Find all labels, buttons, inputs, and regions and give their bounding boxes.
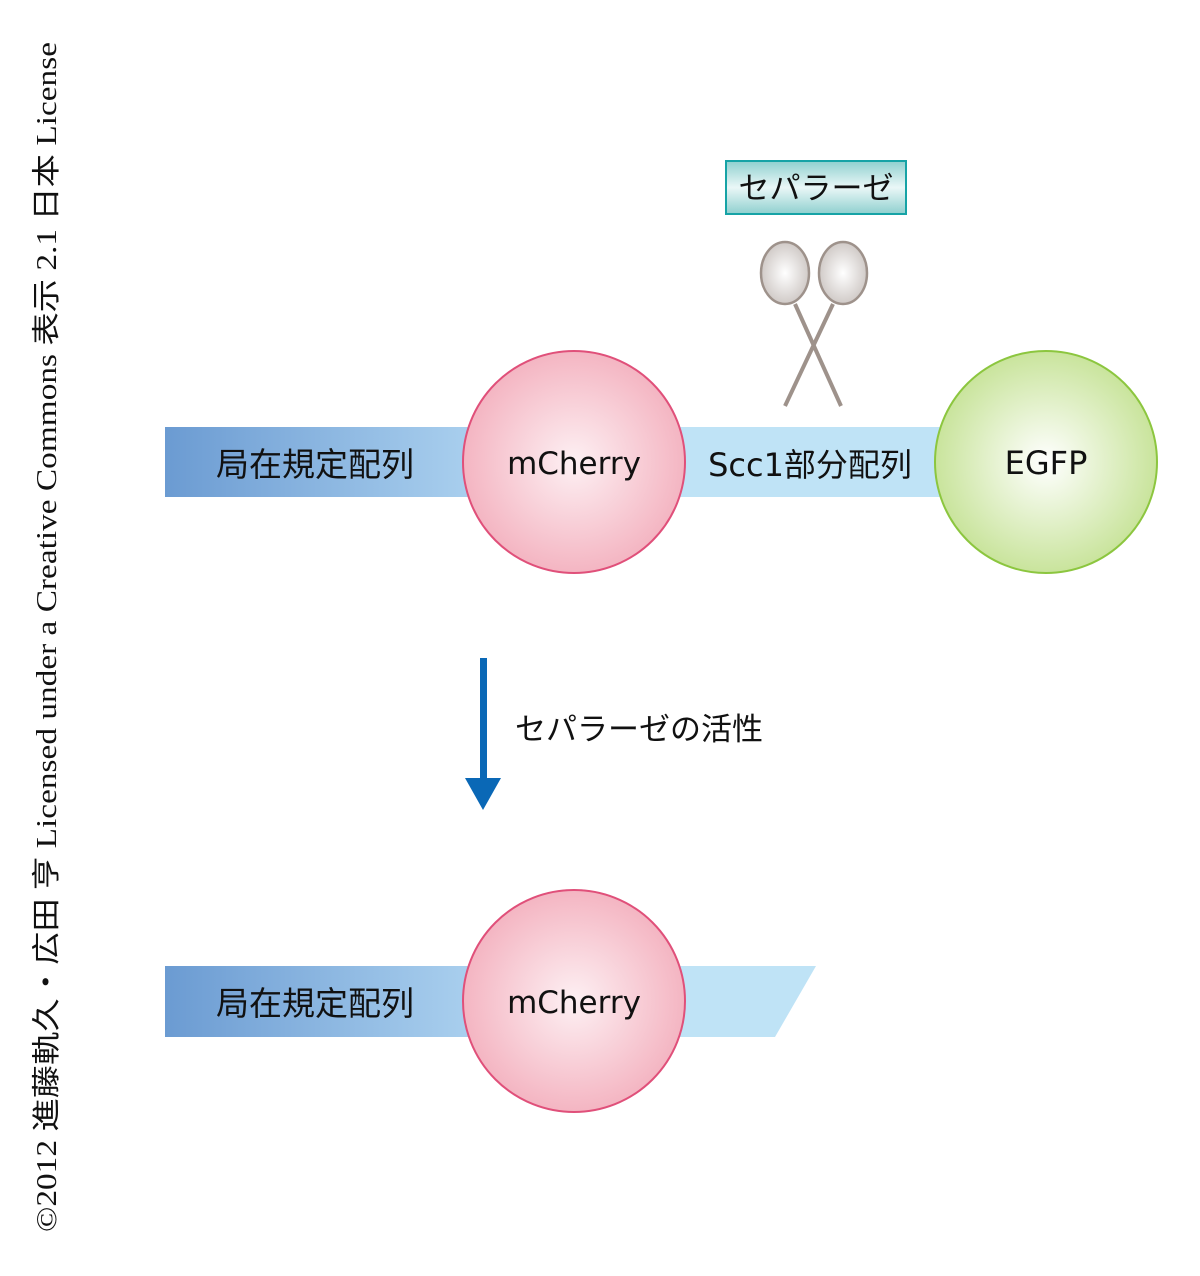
separase-scissors-icon [759, 240, 869, 407]
down-arrow-icon [465, 658, 501, 810]
separase-label: セパラーゼ [739, 171, 894, 207]
separase-label-box: セパラーゼ [725, 160, 907, 215]
localization-label: 局在規定配列 [216, 984, 414, 1023]
localization-sequence-bar [165, 966, 470, 1037]
scc1-sequence-bar [680, 427, 942, 497]
mcherry-circle [462, 350, 686, 574]
cleaved-scc1-fragment [680, 966, 816, 1037]
localization-sequence-bar [165, 427, 470, 497]
fusion-construct-after: 局在規定配列 mCherry [165, 889, 816, 1113]
localization-label: 局在規定配列 [216, 445, 414, 484]
egfp-label: EGFP [1005, 444, 1088, 482]
mcherry-label: mCherry [507, 985, 641, 1021]
mcherry-label: mCherry [507, 446, 641, 482]
arrow-label: セパラーゼの活性 [515, 712, 763, 748]
copyright-text: ©2012 進藤軌久・広田 亨 Licensed under a Creativ… [31, 42, 63, 1232]
fusion-construct-before: 局在規定配列 mCherry Scc1部分配列 EGFP [165, 350, 1158, 574]
scc1-label: Scc1部分配列 [708, 446, 912, 484]
mcherry-circle [462, 889, 686, 1113]
egfp-circle [934, 350, 1158, 574]
